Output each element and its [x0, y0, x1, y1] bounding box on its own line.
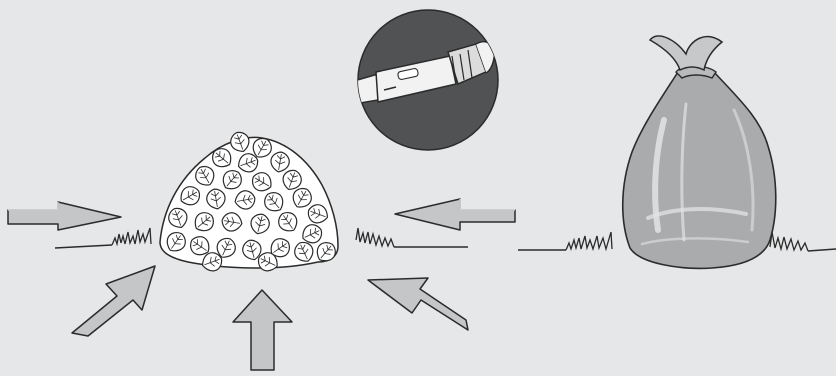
grass-tuft-icon	[770, 232, 808, 251]
ground-line	[808, 249, 836, 251]
grass-tuft-icon	[356, 228, 394, 247]
arrow-up-left-icon	[368, 278, 468, 330]
blower-nozzle-inset	[323, 10, 498, 150]
ground-left	[55, 228, 151, 248]
arrow-right-icon	[8, 202, 121, 230]
grass-tuft-icon	[112, 228, 151, 245]
arrow-up-icon	[233, 290, 292, 370]
collection-bag-icon	[623, 36, 776, 268]
arrow-left-icon	[395, 199, 515, 230]
grass-tuft-icon	[566, 232, 612, 250]
ground-line	[55, 245, 112, 248]
arrow-up-right-icon	[72, 266, 155, 336]
ground-center	[356, 228, 468, 247]
bag-tie-knot	[650, 36, 722, 70]
leaf-pile-icon	[160, 129, 339, 274]
